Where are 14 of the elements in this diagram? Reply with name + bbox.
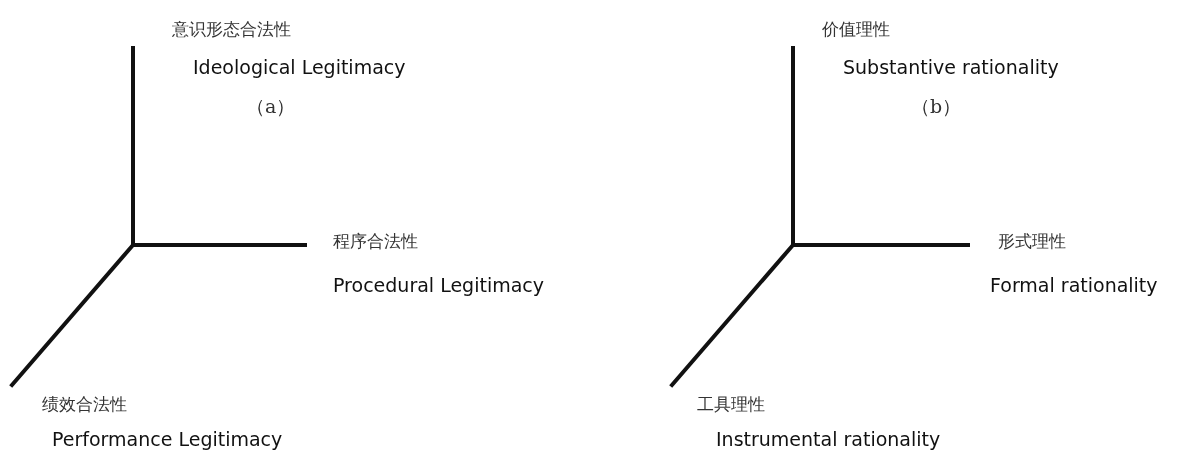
axis-label: 程序合法性 xyxy=(333,232,418,252)
axis-label: Substantive rationality xyxy=(843,57,1059,79)
axis-label: Ideological Legitimacy xyxy=(193,57,406,79)
axis-label: 意识形态合法性 xyxy=(172,20,291,40)
axis-label: Instrumental rationality xyxy=(716,429,941,451)
axis-label: Formal rationality xyxy=(990,275,1158,297)
axis-label: 绩效合法性 xyxy=(42,395,127,415)
panel-label: （a） xyxy=(246,96,296,118)
axis-label: 形式理性 xyxy=(998,232,1066,252)
panel-label: （b） xyxy=(911,96,962,118)
axis-label: 价值理性 xyxy=(822,20,890,40)
axis-label: Procedural Legitimacy xyxy=(333,275,544,297)
axis-label: 工具理性 xyxy=(697,395,765,415)
axis-label: Performance Legitimacy xyxy=(52,429,283,451)
